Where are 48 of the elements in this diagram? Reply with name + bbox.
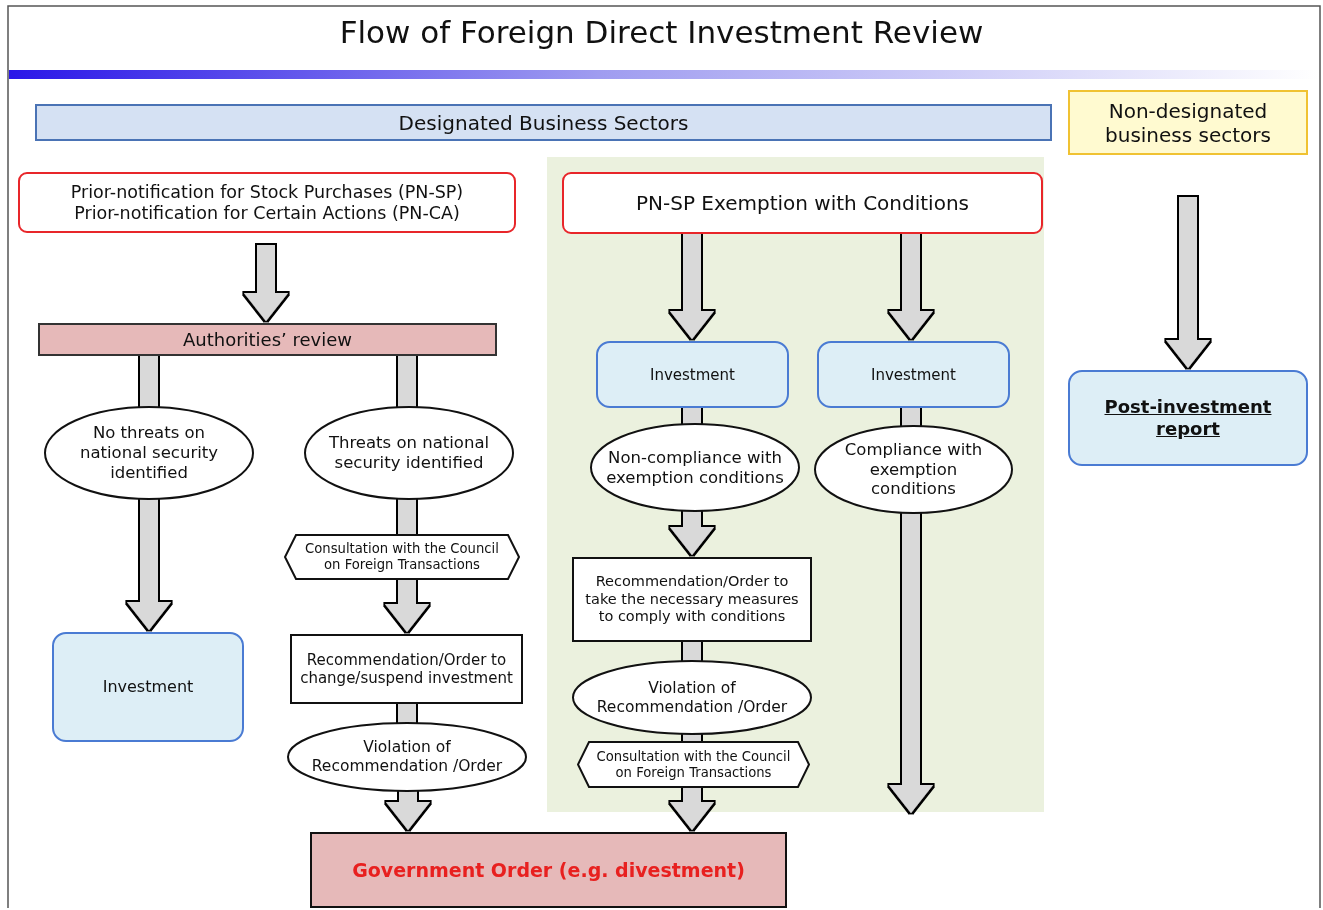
node-text: Investment [870,365,957,384]
node-text: Recommendation/Order to take the necessary measures to comply with conditions [584,573,800,626]
outcome-ellipse [572,660,812,735]
investment-box [52,632,244,742]
government-order-box [310,832,787,908]
notification-box [18,172,516,233]
node-text: Investment [649,365,736,384]
order-box [572,557,812,642]
block-arrow [244,245,288,321]
block-arrow [385,580,429,632]
outcome-ellipse [590,423,800,512]
sector-box [1068,90,1308,155]
node-text: Violation of Recommendation /Order [310,738,504,776]
block-arrow [670,788,714,830]
diagram-title: Flow of Foreign Direct Investment Review [338,14,985,50]
review-bar [38,323,497,356]
node-text: Investment [101,677,195,697]
node-text: Consultation with the Council on Foreign Transactions [595,748,792,781]
notification-box [562,172,1043,234]
heading-text: Non-designated business sectors [1104,98,1272,147]
node-text: No threats on national security identified [79,423,219,483]
node-text: Violation of Recommendation /Order [595,678,789,717]
block-arrow [1166,197,1210,368]
outcome-ellipse [287,722,527,792]
heading-text: Post-investment report [1103,396,1273,440]
outcome-ellipse [44,406,254,500]
node-text: Recommendation/Order to change/suspend investment [299,651,514,687]
block-arrow [889,234,933,339]
sector-band [35,104,1052,141]
consultation-hexagon [284,534,520,580]
heading-text: Designated Business Sectors [397,110,690,135]
node-text: Prior-notification for Stock Purchases (PN-SP) [69,181,465,203]
outcome-ellipse [304,406,514,500]
node-text: Non-compliance with exemption conditions [605,447,785,488]
node-text: Compliance with exemption conditions [843,439,984,500]
node-text: Prior-notification for Certain Actions (PN-CA) [73,202,461,224]
order-box [290,634,523,704]
investment-box [817,341,1010,408]
node-text: Threats on national security identified [327,433,491,473]
node-text: PN-SP Exemption with Conditions [635,191,970,215]
heading-text: Government Order (e.g. divestment) [351,858,746,882]
outcome-ellipse [814,425,1013,514]
block-arrow [670,234,714,339]
investment-box [596,341,789,408]
node-text: Consultation with the Council on Foreign Transactions [304,541,500,573]
report-box [1068,370,1308,466]
consultation-hexagon [577,741,810,788]
node-text: Authorities’ review [181,328,354,351]
